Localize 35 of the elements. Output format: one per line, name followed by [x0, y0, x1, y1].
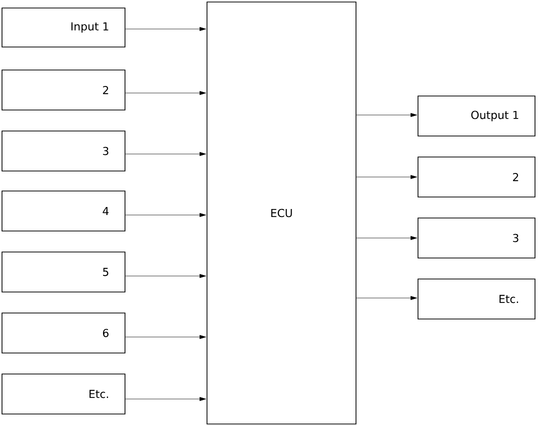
arrow	[356, 175, 418, 179]
output-box	[418, 96, 536, 136]
node-label: 5	[103, 268, 108, 276]
input-box	[2, 8, 126, 48]
input-box	[2, 190, 126, 232]
output-box	[418, 278, 536, 320]
input-box	[2, 252, 126, 292]
arrow	[356, 113, 418, 117]
input-box	[2, 312, 126, 354]
node-label: 4	[102, 207, 109, 215]
node-label: Etc.	[500, 294, 518, 304]
arrow	[125, 274, 206, 278]
output-box	[418, 156, 536, 198]
node-label: 2	[513, 172, 518, 182]
arrow	[125, 27, 206, 31]
node-label: 3	[513, 234, 518, 242]
node-label: 3	[103, 146, 108, 156]
arrow	[125, 152, 206, 156]
node-label: Input 1	[71, 22, 108, 33]
ecu-box	[206, 2, 356, 424]
node-label: ECU	[271, 208, 292, 218]
input-box	[2, 70, 126, 110]
arrow	[356, 296, 418, 300]
output-box	[418, 218, 536, 258]
arrow	[356, 236, 418, 240]
arrow	[125, 335, 206, 339]
arrow	[125, 213, 206, 217]
node-label: 2	[103, 86, 108, 94]
input-box	[2, 374, 126, 414]
node-label: Output 1	[471, 110, 518, 122]
arrow	[125, 397, 206, 401]
node-label: Etc.	[90, 390, 108, 398]
arrow	[125, 91, 206, 95]
input-box	[2, 130, 126, 172]
node-label: 6	[103, 328, 109, 338]
